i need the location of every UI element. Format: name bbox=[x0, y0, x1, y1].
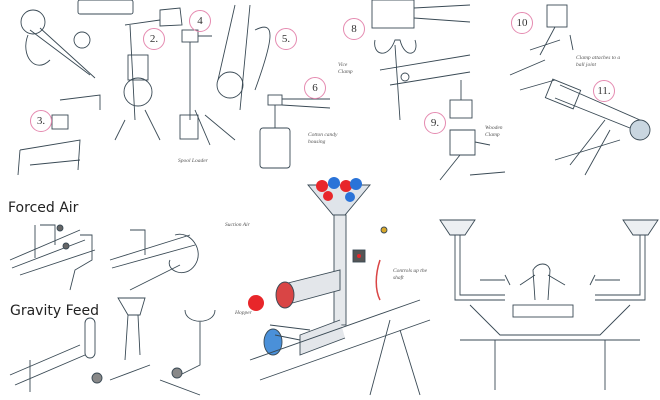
step-number-4: 4 bbox=[189, 10, 211, 32]
note-suction-air: Suction Air bbox=[225, 222, 250, 228]
step-number-3: 3. bbox=[30, 110, 52, 132]
sketch-5-belt-arm bbox=[216, 4, 271, 111]
note-cotton-housing: Cotton candy housing bbox=[308, 132, 338, 145]
sketch-spool-wheel bbox=[20, 0, 134, 79]
step-number-9: 9. bbox=[424, 112, 446, 134]
heading-forced-air: Forced Air bbox=[8, 200, 79, 216]
note-wooden-clamp: Wooden Clamp bbox=[485, 125, 503, 138]
note-hopper: Hopper bbox=[235, 310, 252, 316]
step-number-6: 6 bbox=[304, 77, 326, 99]
sketch-9-wooden-clamp bbox=[439, 80, 506, 181]
step-number-5: 5. bbox=[275, 28, 297, 50]
sketch-4-spool bbox=[179, 29, 236, 146]
sketch-6-housing bbox=[259, 94, 331, 169]
sketch-2-clamp-arm bbox=[114, 7, 183, 141]
sketch-ball-launcher bbox=[248, 177, 431, 396]
step-number-11: 11. bbox=[593, 80, 615, 102]
sketch-stage-elevation bbox=[439, 219, 659, 390]
sketch-8-vice-clamp bbox=[371, 0, 471, 121]
sketch-11-ball-joint bbox=[544, 78, 651, 176]
sketch-gravity-feed bbox=[9, 297, 216, 396]
note-vice-clamp: Vice Clamp bbox=[338, 62, 353, 75]
sketch-10-ball-joint-clamp bbox=[509, 4, 574, 91]
step-number-8: 8 bbox=[343, 18, 365, 40]
note-spool-loader: Spool Loader bbox=[178, 158, 208, 164]
step-number-10: 10 bbox=[511, 12, 533, 34]
heading-gravity-feed: Gravity Feed bbox=[10, 303, 99, 319]
note-controls: Controls up the shaft bbox=[393, 268, 428, 281]
step-number-2: 2. bbox=[143, 28, 165, 50]
sketch-forced-air bbox=[9, 224, 199, 291]
note-ball-joint: Clamp attaches to a ball joint bbox=[576, 55, 621, 68]
sketch-3-base bbox=[17, 94, 101, 176]
